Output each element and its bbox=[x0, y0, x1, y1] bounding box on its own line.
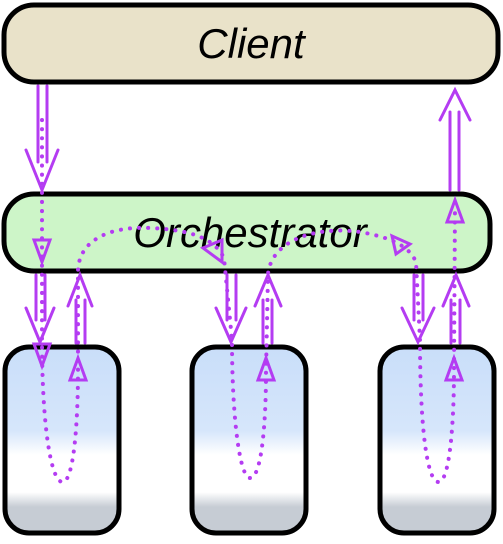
arrow-worker-3-to-orchestrator bbox=[441, 271, 471, 345]
arrow-client-to-orchestrator bbox=[24, 84, 60, 195]
client-box bbox=[1, 2, 501, 85]
flow-marker-6 bbox=[389, 233, 414, 257]
flow-marker-7 bbox=[443, 353, 465, 382]
flow-marker-2 bbox=[31, 342, 53, 371]
arrow-orchestrator-to-client bbox=[438, 86, 472, 192]
arrow-worker-2-to-orchestrator bbox=[253, 271, 283, 345]
execution-flow-path bbox=[40, 118, 457, 484]
flow-marker-1 bbox=[31, 238, 53, 267]
flow-marker-8 bbox=[444, 195, 466, 224]
orchestrator-box bbox=[1, 191, 493, 274]
worker-box-1 bbox=[2, 344, 122, 536]
flow-marker-3 bbox=[67, 353, 89, 382]
worker-box-3 bbox=[377, 344, 497, 536]
client-label: Client bbox=[197, 20, 307, 67]
worker-box-2 bbox=[189, 344, 309, 536]
arrow-orchestrator-to-worker-1 bbox=[24, 273, 56, 346]
orchestrator-label: Orchestrator bbox=[133, 209, 368, 256]
flow-marker-4 bbox=[199, 237, 224, 265]
flow-marker-5 bbox=[255, 353, 277, 382]
arrow-orchestrator-to-worker-2 bbox=[214, 273, 248, 346]
arrow-worker-1-to-orchestrator bbox=[66, 270, 94, 345]
arrow-orchestrator-to-worker-3 bbox=[400, 273, 436, 346]
